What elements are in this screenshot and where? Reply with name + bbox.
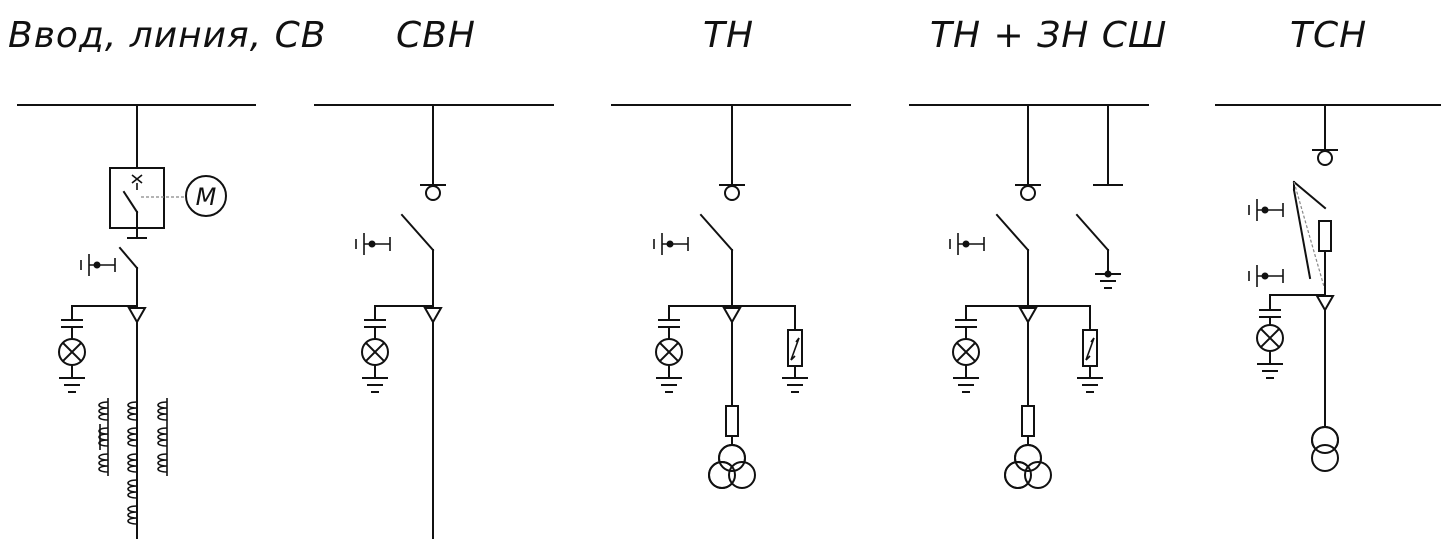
- surge-arrester-icon: [787, 329, 803, 367]
- column-tn-zn: [909, 104, 1149, 489]
- earthing-switch-icon: [653, 232, 689, 256]
- cable-termination-icon: [1019, 307, 1037, 323]
- earthing-switch-icon: [80, 253, 116, 277]
- column-vvod: M: [17, 104, 256, 539]
- current-transformers: [98, 398, 168, 525]
- fuse-icon: [725, 405, 739, 437]
- voltage-transformer-icon: [708, 444, 756, 489]
- lamp-icon: [1256, 324, 1284, 352]
- earthing-switch-icon: [949, 232, 985, 256]
- switch-disconnector: [1292, 188, 1312, 280]
- lamp-icon: [361, 338, 389, 366]
- ground-icon: [59, 377, 85, 393]
- motor-label: M: [196, 183, 217, 211]
- title-tn: ТН: [703, 15, 754, 56]
- disconnector: [995, 213, 1030, 252]
- lamp-icon: [655, 338, 683, 366]
- plug-in-disconnect-icon: [420, 184, 446, 201]
- title-svn: СВН: [396, 15, 476, 56]
- earthing-switch-icon: [1248, 198, 1284, 222]
- ground-icon: [362, 377, 388, 393]
- title-vvod: Ввод, линия, СВ: [8, 15, 326, 56]
- cable-termination-icon: [424, 307, 442, 323]
- title-tsn: ТСН: [1290, 15, 1367, 56]
- plug-in-disconnect-icon: [1312, 149, 1338, 166]
- ground-icon: [782, 377, 808, 393]
- motor-drive: [185, 175, 227, 217]
- lamp-icon: [58, 338, 86, 366]
- voltage-transformer-icon: [1004, 444, 1052, 489]
- ground-icon: [1077, 377, 1103, 393]
- disconnector: [400, 213, 435, 252]
- column-svn: [314, 104, 554, 539]
- cable-termination-icon: [723, 307, 741, 323]
- plug-in-disconnect-icon: [719, 184, 745, 201]
- disconnector: [699, 213, 734, 252]
- cable-termination-icon: [128, 307, 146, 323]
- earthing-switch-icon: [355, 232, 391, 256]
- cable-termination-icon: [1316, 295, 1334, 311]
- column-tsn: [1215, 104, 1441, 472]
- fuse-icon: [1021, 405, 1035, 437]
- lamp-icon: [952, 338, 980, 366]
- earthing-switch-icon: [1248, 264, 1284, 288]
- busbar-earthing-switch: [1075, 213, 1110, 252]
- fuse-icon: [1318, 220, 1332, 252]
- ground-icon: [953, 377, 979, 393]
- ground-icon: [1257, 363, 1283, 379]
- title-tn-zn: ТН + ЗН СШ: [930, 15, 1167, 56]
- auxiliary-transformer-icon: [1311, 426, 1339, 472]
- surge-arrester-icon: [1082, 329, 1098, 367]
- ground-icon: [656, 377, 682, 393]
- column-tn: [611, 104, 851, 489]
- plug-in-disconnect-icon: [1015, 184, 1041, 201]
